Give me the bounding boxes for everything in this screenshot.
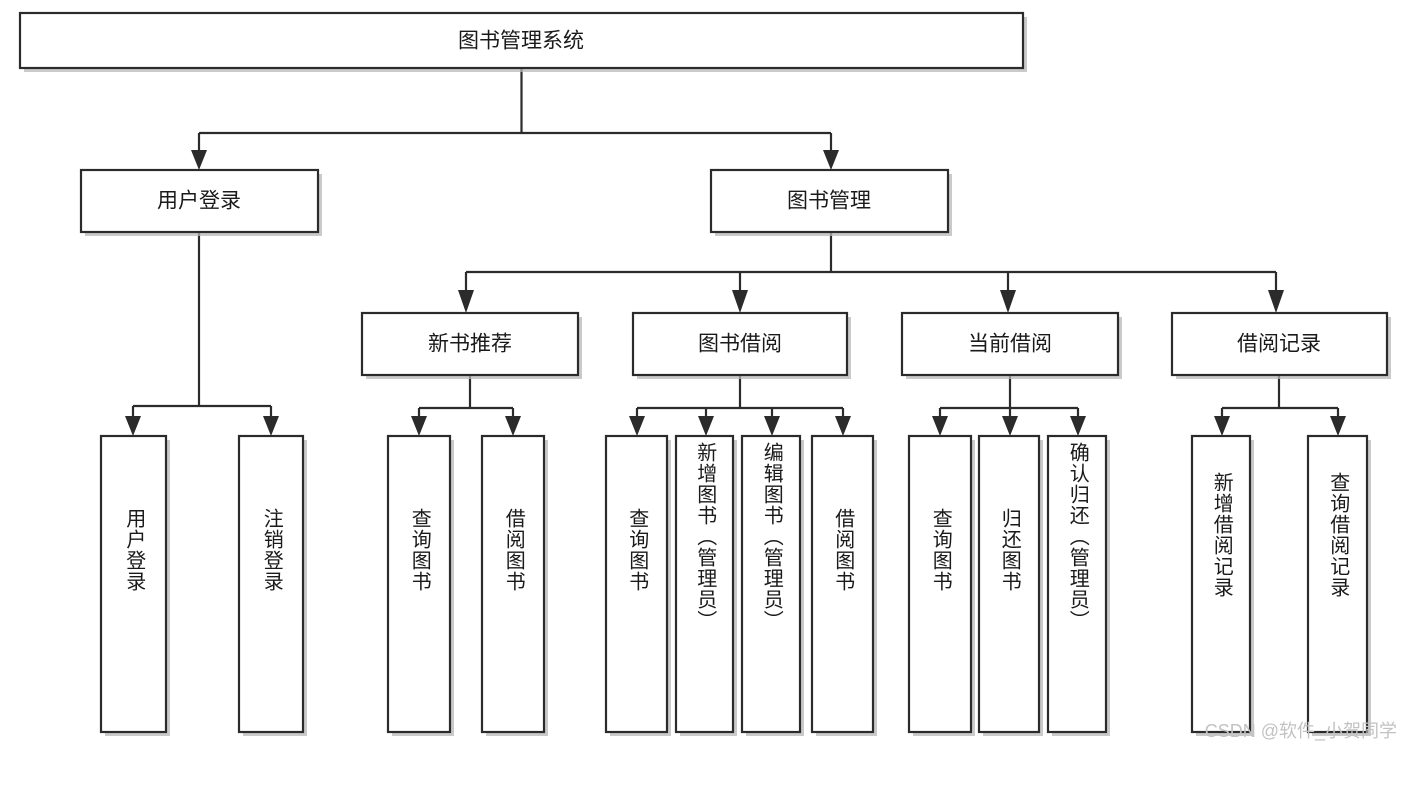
- leaf-box-query-book-2[interactable]: [604, 434, 669, 734]
- arrow-to-book-borrow: [732, 290, 748, 313]
- arrow-to-leaf-query-book-2: [629, 416, 645, 436]
- leaf-box-add-book[interactable]: [674, 434, 735, 734]
- node-current-borrow[interactable]: 当前借阅: [900, 311, 1122, 379]
- leaf-box-confirm-return[interactable]: [1046, 434, 1108, 734]
- node-book-borrow[interactable]: 图书借阅: [631, 311, 851, 379]
- arrow-to-leaf-add-record: [1214, 416, 1230, 436]
- arrow-to-user-login: [191, 150, 207, 170]
- connector-current-to-leaves: [938, 375, 1080, 422]
- connector-borrow-to-leaves: [635, 375, 845, 422]
- arrow-to-leaf-query-book-1: [411, 416, 427, 436]
- diagram-canvas: 图书管理系统 用户登录 图书管理 新书推荐 图书借阅 当前借阅: [18, 11, 1397, 741]
- new-book-recommend-box[interactable]: [360, 311, 580, 377]
- arrow-to-current-borrow: [1000, 290, 1016, 313]
- arrow-to-leaf-query-record: [1330, 416, 1346, 436]
- leaf-box-query-record[interactable]: [1306, 434, 1369, 734]
- node-root[interactable]: 图书管理系统: [18, 11, 1027, 72]
- arrow-to-borrow-record: [1268, 290, 1284, 313]
- arrow-to-leaf-confirm-return: [1070, 416, 1086, 436]
- book-borrow-box[interactable]: [631, 311, 849, 377]
- arrow-to-leaf-user-login: [125, 416, 141, 436]
- leaf-box-query-book-1[interactable]: [386, 434, 452, 734]
- root-label: 图书管理系统: [458, 30, 584, 53]
- arrow-to-new-book-recommend: [458, 290, 474, 313]
- connector-recommend-to-leaves: [417, 375, 515, 422]
- leaf-box-return-book[interactable]: [977, 434, 1041, 734]
- arrow-to-leaf-borrow-book-2: [835, 416, 851, 436]
- book-borrow-label: 图书借阅: [698, 333, 782, 356]
- current-borrow-box[interactable]: [900, 311, 1120, 377]
- borrow-record-box[interactable]: [1170, 311, 1389, 377]
- borrow-record-label: 借阅记录: [1237, 333, 1321, 356]
- node-user-login[interactable]: 用户登录: [79, 168, 322, 236]
- node-borrow-record[interactable]: 借阅记录: [1170, 311, 1391, 379]
- leaf-box-borrow-book-2[interactable]: [810, 434, 875, 734]
- root-box[interactable]: [18, 11, 1025, 70]
- leaf-box-logout[interactable]: [237, 434, 305, 734]
- arrow-to-leaf-return-book: [1002, 416, 1018, 436]
- user-login-label: 用户登录: [157, 190, 241, 213]
- connector-root-to-level2: [197, 68, 833, 156]
- tree-diagram-svg: 图书管理系统 用户登录 图书管理 新书推荐 图书借阅 当前借阅: [18, 11, 1391, 736]
- arrow-to-book-manage: [823, 150, 839, 170]
- new-book-recommend-label: 新书推荐: [428, 333, 512, 356]
- arrow-to-leaf-logout: [263, 416, 279, 436]
- arrow-to-leaf-borrow-book-1: [505, 416, 521, 436]
- book-manage-box[interactable]: [709, 168, 950, 234]
- book-manage-label: 图书管理: [787, 190, 871, 213]
- arrow-to-leaf-query-book-3: [932, 416, 948, 436]
- connectors-group: [125, 68, 1346, 436]
- current-borrow-label: 当前借阅: [968, 333, 1052, 356]
- leaf-boxes-group: [99, 434, 1371, 736]
- node-book-manage[interactable]: 图书管理: [709, 168, 952, 236]
- connector-bookmanage-to-level3: [464, 232, 1278, 296]
- node-new-book-recommend[interactable]: 新书推荐: [360, 311, 582, 379]
- arrow-to-leaf-edit-book: [764, 416, 780, 436]
- connector-userlogin-to-leaves: [131, 232, 273, 422]
- user-login-box[interactable]: [79, 168, 320, 234]
- connector-record-to-leaves: [1220, 375, 1340, 422]
- leaf-box-borrow-book-1[interactable]: [480, 434, 546, 734]
- leaf-box-edit-book[interactable]: [740, 434, 802, 734]
- leaf-box-add-record[interactable]: [1190, 434, 1252, 734]
- leaf-box-query-book-3[interactable]: [907, 434, 973, 734]
- leaf-box-user-login[interactable]: [99, 434, 168, 734]
- arrow-to-leaf-add-book: [698, 416, 714, 436]
